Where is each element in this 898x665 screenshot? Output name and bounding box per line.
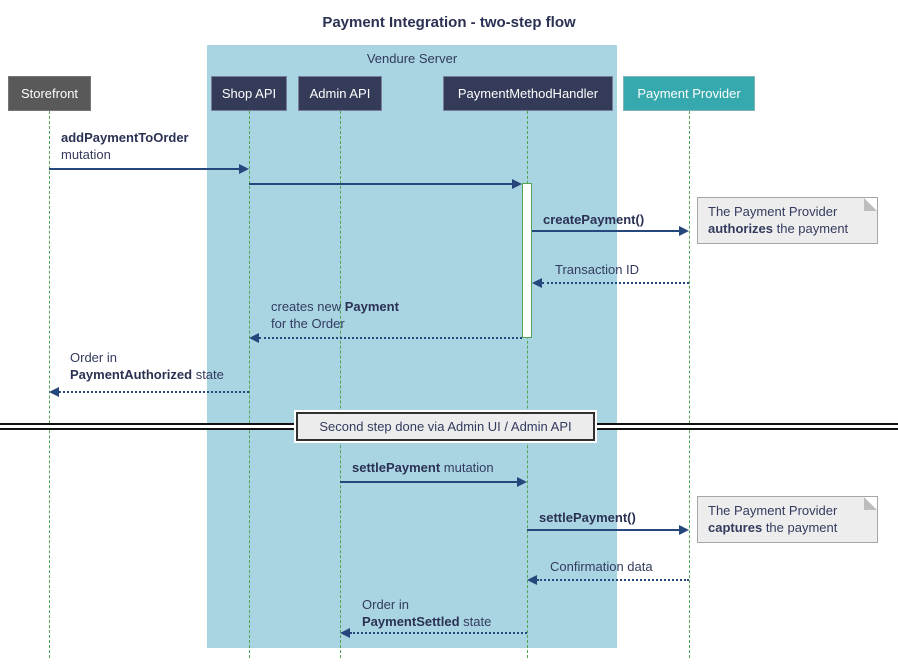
note-text: The Payment Provider (708, 503, 838, 518)
arrow-shop-to-handler (249, 183, 512, 185)
message-text: PaymentAuthorized (70, 367, 193, 382)
diagram-title: Payment Integration - two-step flow (322, 14, 576, 31)
message-label-confirmation: Confirmation data (550, 558, 653, 575)
divider-label: Second step done via Admin UI / Admin AP… (296, 412, 595, 441)
arrowhead-right-icon (239, 164, 249, 174)
message-text: state (192, 367, 224, 382)
participant-payment-method-handler: PaymentMethodHandler (443, 76, 613, 111)
message-text: for the Order (271, 316, 345, 331)
message-text: createPayment() (543, 212, 645, 227)
message-label-add-payment: addPaymentToOrder mutation (61, 129, 189, 163)
vendure-server-group-label: Vendure Server (366, 51, 458, 66)
arrow-order-settled (350, 632, 527, 634)
participant-shop-api: Shop API (211, 76, 287, 111)
message-label-create-payment: createPayment() (543, 211, 644, 228)
message-text: settlePayment (352, 460, 441, 475)
message-label-transaction-id: Transaction ID (555, 261, 639, 278)
participant-storefront: Storefront (8, 76, 91, 111)
note-authorizes: The Payment Provider authorizes the paym… (697, 197, 878, 244)
message-label-settle-call: settlePayment() (539, 509, 636, 526)
message-text: Order in (70, 350, 117, 365)
arrow-confirmation (537, 579, 689, 581)
arrowhead-right-icon (679, 226, 689, 236)
arrowhead-right-icon (679, 525, 689, 535)
message-text: creates new (271, 299, 345, 314)
message-text: Transaction ID (555, 262, 640, 277)
message-text: Order in (362, 597, 409, 612)
message-label-order-settled: Order in PaymentSettled state (362, 596, 491, 630)
message-text: state (459, 614, 492, 629)
arrow-settle-mutation (340, 481, 517, 483)
arrow-transaction-id (542, 282, 689, 284)
vendure-server-group-box (207, 45, 617, 648)
message-text: Confirmation data (550, 559, 653, 574)
message-text: mutation (440, 460, 494, 475)
message-label-order-authorized: Order in PaymentAuthorized state (70, 349, 224, 383)
lifeline-payment-provider (689, 111, 690, 658)
lifeline-shop-api (249, 111, 250, 658)
participant-payment-provider: Payment Provider (623, 76, 755, 111)
arrowhead-left-icon (527, 575, 537, 585)
arrow-settle-call (527, 529, 679, 531)
note-captures: The Payment Provider captures the paymen… (697, 496, 878, 543)
message-text: mutation (61, 147, 111, 162)
note-text: captures (708, 520, 763, 535)
arrowhead-left-icon (532, 278, 542, 288)
message-text: PaymentSettled (362, 614, 460, 629)
message-label-creates-payment: creates new Payment for the Order (271, 298, 399, 332)
note-text: the payment (762, 520, 838, 535)
note-text: the payment (773, 221, 849, 236)
message-label-settle-mutation: settlePayment mutation (352, 459, 494, 476)
arrow-create-payment (532, 230, 679, 232)
arrowhead-left-icon (249, 333, 259, 343)
arrow-add-payment (49, 168, 239, 170)
arrowhead-right-icon (512, 179, 522, 189)
arrow-creates-payment (259, 337, 522, 339)
lifeline-payment-method-handler (527, 111, 528, 658)
arrowhead-left-icon (49, 387, 59, 397)
lifeline-admin-api (340, 111, 341, 658)
activation-bar-payment-method-handler (522, 183, 532, 338)
lifeline-storefront (49, 111, 50, 658)
note-text: The Payment Provider (708, 204, 838, 219)
message-text: settlePayment() (539, 510, 636, 525)
participant-admin-api: Admin API (298, 76, 382, 111)
message-text: addPaymentToOrder (61, 130, 189, 145)
note-text: authorizes (708, 221, 774, 236)
arrowhead-left-icon (340, 628, 350, 638)
arrow-order-authorized (59, 391, 249, 393)
arrowhead-right-icon (517, 477, 527, 487)
message-text: Payment (344, 299, 399, 314)
